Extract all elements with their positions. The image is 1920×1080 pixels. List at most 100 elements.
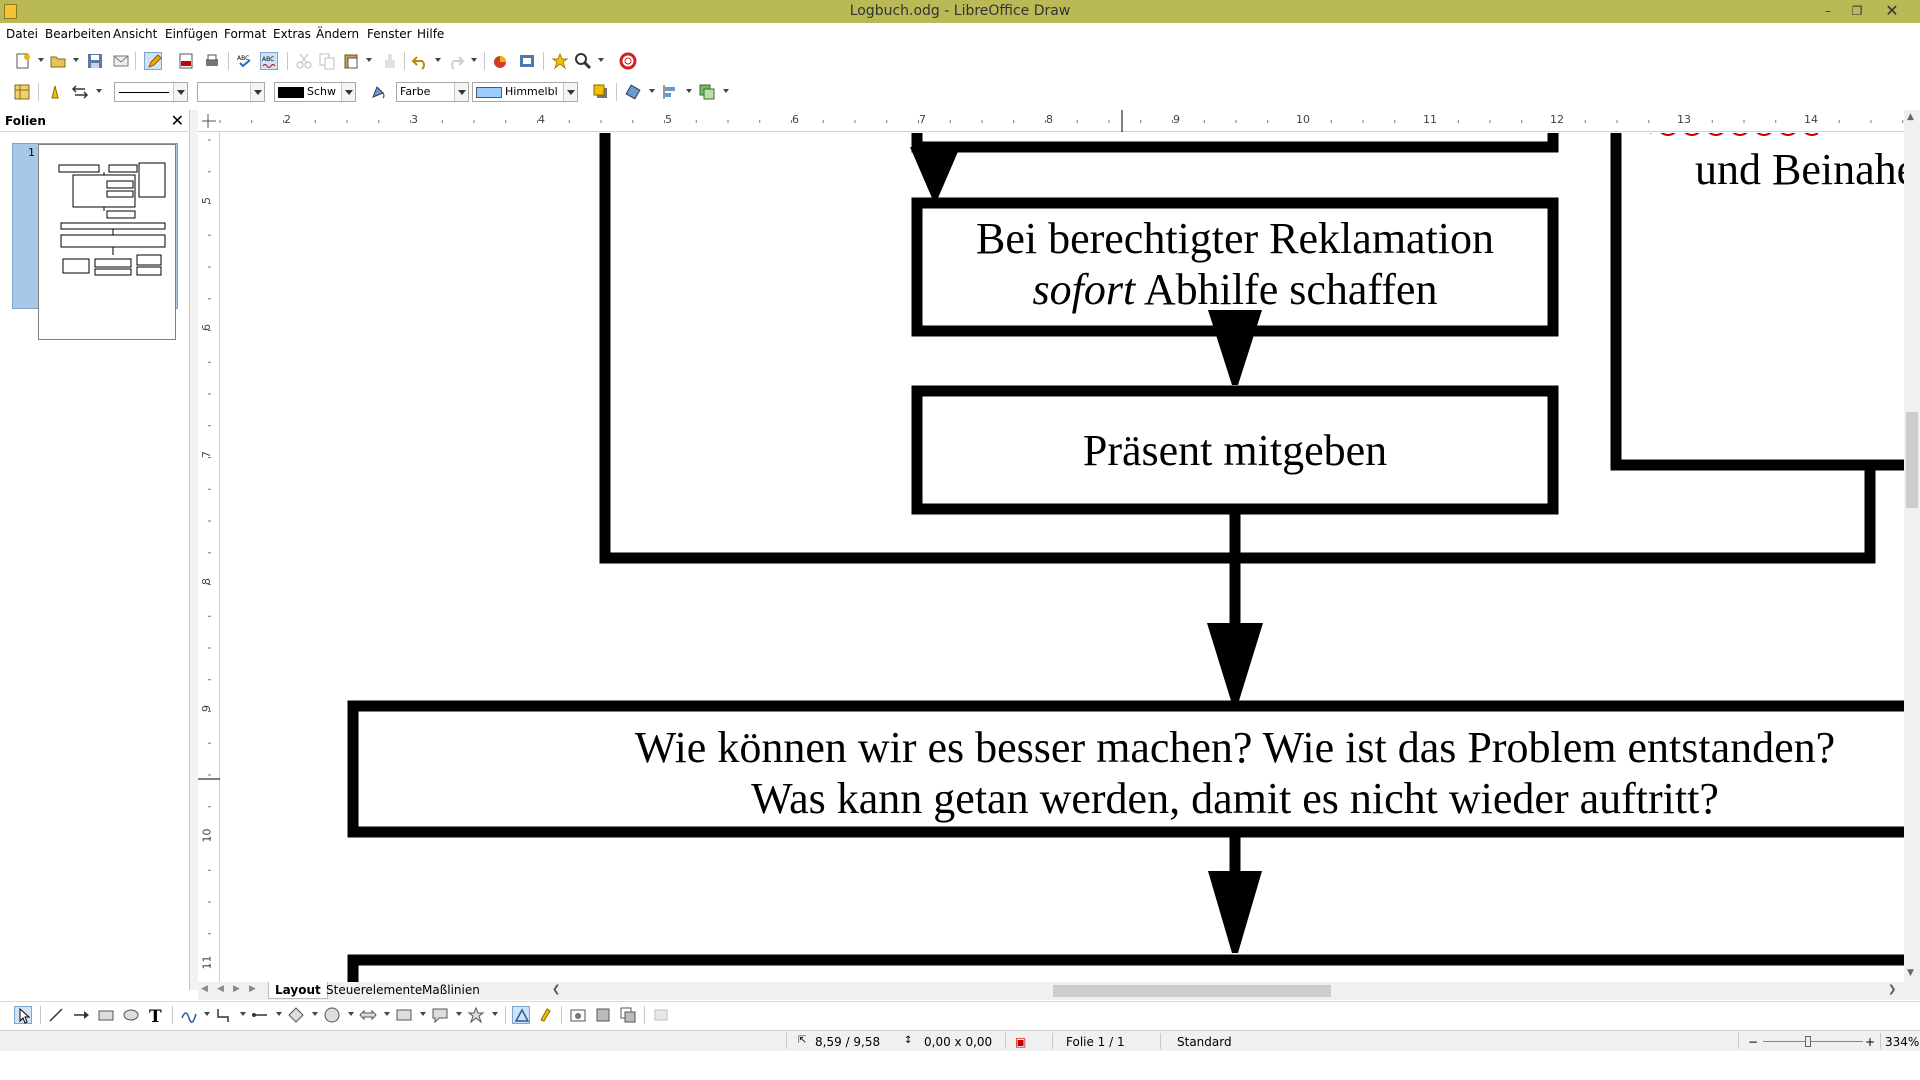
line-width-spinner[interactable] <box>197 82 265 102</box>
drawing-canvas[interactable]: und Beinahe Bei berechtigter Reklamation… <box>220 133 1904 982</box>
align-dropdown-icon[interactable] <box>686 89 692 93</box>
text-tool-icon[interactable]: T <box>147 1006 165 1027</box>
vertical-scrollbar[interactable]: ▲ ▼ <box>1904 110 1920 982</box>
styles-icon[interactable] <box>13 83 31 101</box>
tab-steuerelemente[interactable]: Steuerelemente <box>326 983 423 997</box>
align-icon[interactable] <box>661 83 679 101</box>
navigator-icon[interactable] <box>518 52 536 70</box>
rotate-dropdown-icon[interactable] <box>649 89 655 93</box>
lines-arrows-dropdown-icon[interactable] <box>276 1012 282 1016</box>
zoom-in-icon[interactable]: + <box>1865 1035 1876 1049</box>
basic-shapes-dropdown-icon[interactable] <box>312 1012 318 1016</box>
paste-dropdown-icon[interactable] <box>366 58 372 62</box>
shadow-icon[interactable] <box>592 83 610 101</box>
email-icon[interactable] <box>112 52 130 70</box>
callouts-dropdown-icon[interactable] <box>456 1012 462 1016</box>
symbol-shapes-icon[interactable] <box>323 1006 341 1024</box>
menu-aendern[interactable]: Ändern <box>316 27 360 41</box>
print-icon[interactable] <box>203 52 221 70</box>
block-arrows-dropdown-icon[interactable] <box>384 1012 390 1016</box>
pane-splitter[interactable] <box>190 110 198 990</box>
prev-tab-icon[interactable]: ◀ <box>217 984 224 994</box>
close-button[interactable]: ✕ <box>1885 1 1899 20</box>
save-icon[interactable] <box>86 52 104 70</box>
zoom-slider-track[interactable] <box>1763 1041 1863 1042</box>
arrow-style-icon[interactable] <box>71 83 89 101</box>
next-tab-icon[interactable]: ▶ <box>233 984 240 994</box>
toggle-extrusion-icon[interactable] <box>619 1006 637 1024</box>
stars-dropdown-icon[interactable] <box>492 1012 498 1016</box>
gallery-icon[interactable] <box>551 52 569 70</box>
cut-icon[interactable] <box>295 52 313 70</box>
clone-formatting-icon[interactable] <box>381 52 399 70</box>
arrow-style-dropdown-icon[interactable] <box>96 89 102 93</box>
open-dropdown-icon[interactable] <box>73 58 79 62</box>
slide-thumbnail[interactable] <box>38 144 176 340</box>
close-pane-icon[interactable]: ✕ <box>170 111 184 130</box>
horizontal-scroll-thumb[interactable] <box>1053 985 1331 997</box>
minimize-button[interactable]: – <box>1825 4 1831 18</box>
redo-dropdown-icon[interactable] <box>471 58 477 62</box>
menu-ansicht[interactable]: Ansicht <box>113 27 158 41</box>
area-color-dropdown-icon[interactable] <box>563 83 577 101</box>
horizontal-scrollbar[interactable]: ❮ ❯ <box>548 982 1904 1000</box>
rotate-icon[interactable] <box>624 83 642 101</box>
line-color-dropdown-icon[interactable] <box>341 83 355 101</box>
scroll-right-icon[interactable]: ❯ <box>1888 984 1897 995</box>
tab-masslinien[interactable]: Maßlinien <box>422 983 480 997</box>
line-style-dropdown-icon[interactable] <box>173 83 187 101</box>
stars-icon[interactable] <box>467 1006 485 1024</box>
extrusion-icon[interactable] <box>594 1006 612 1024</box>
flowchart-shapes-icon[interactable] <box>395 1006 413 1024</box>
image-icon[interactable] <box>569 1006 587 1024</box>
menu-hilfe[interactable]: Hilfe <box>417 27 445 41</box>
connector-dropdown-icon[interactable] <box>240 1012 246 1016</box>
undo-icon[interactable] <box>411 52 429 70</box>
menu-einfuegen[interactable]: Einfügen <box>165 27 218 41</box>
export-pdf-icon[interactable] <box>177 52 195 70</box>
callouts-icon[interactable] <box>431 1006 449 1024</box>
copy-icon[interactable] <box>318 52 336 70</box>
block-arrows-icon[interactable] <box>359 1006 377 1024</box>
spellcheck-icon[interactable]: ABC <box>236 52 254 70</box>
menu-extras[interactable]: Extras <box>273 27 311 41</box>
auto-spellcheck-icon[interactable]: ABC <box>260 52 278 70</box>
zoom-slider-knob[interactable] <box>1805 1036 1811 1047</box>
zoom-out-icon[interactable]: − <box>1748 1035 1759 1049</box>
restore-button[interactable]: ❐ <box>1851 4 1863 18</box>
new-document-icon[interactable] <box>14 52 32 70</box>
fontwork-icon[interactable] <box>537 1006 555 1024</box>
zoom-icon[interactable] <box>574 52 592 70</box>
chart-icon[interactable] <box>491 52 509 70</box>
flowchart-shapes-dropdown-icon[interactable] <box>420 1012 426 1016</box>
paste-icon[interactable] <box>342 52 360 70</box>
area-color-select[interactable]: Himmelbl <box>472 82 578 102</box>
basic-shapes-icon[interactable] <box>287 1006 305 1024</box>
zoom-level[interactable]: 334% <box>1885 1035 1920 1049</box>
curve-tool-icon[interactable] <box>180 1006 198 1024</box>
line-tool-icon[interactable] <box>47 1006 65 1024</box>
scroll-down-icon[interactable]: ▼ <box>1907 968 1914 978</box>
menu-format[interactable]: Format <box>224 27 267 41</box>
menu-datei[interactable]: Datei <box>6 27 39 41</box>
help-icon[interactable] <box>619 52 637 70</box>
rectangle-tool-icon[interactable] <box>97 1006 115 1024</box>
line-arrow-tool-icon[interactable] <box>72 1006 90 1024</box>
first-tab-icon[interactable]: ◀ <box>201 984 208 994</box>
points-icon[interactable] <box>512 1006 530 1024</box>
area-style-dropdown-icon[interactable] <box>454 83 468 101</box>
horizontal-ruler[interactable]: 2 3 4 5 6 7 8 9 10 11 12 13 14 <box>198 110 1908 132</box>
area-style-select[interactable]: Farbe <box>396 82 469 102</box>
vertical-scroll-thumb[interactable] <box>1906 412 1918 508</box>
menu-fenster[interactable]: Fenster <box>367 27 412 41</box>
curve-dropdown-icon[interactable] <box>204 1012 210 1016</box>
vertical-ruler[interactable]: 5 6 7 8 9 10 11 <box>198 132 220 982</box>
document-modified-icon[interactable]: ▣ <box>1015 1035 1027 1049</box>
zoom-dropdown-icon[interactable] <box>598 58 604 62</box>
line-width-spin-icon[interactable] <box>250 83 264 101</box>
area-icon[interactable] <box>369 83 387 101</box>
connector-tool-icon[interactable] <box>215 1006 233 1024</box>
select-icon[interactable] <box>14 1006 32 1024</box>
symbol-shapes-dropdown-icon[interactable] <box>348 1012 354 1016</box>
line-color-select[interactable]: Schw <box>274 82 356 102</box>
